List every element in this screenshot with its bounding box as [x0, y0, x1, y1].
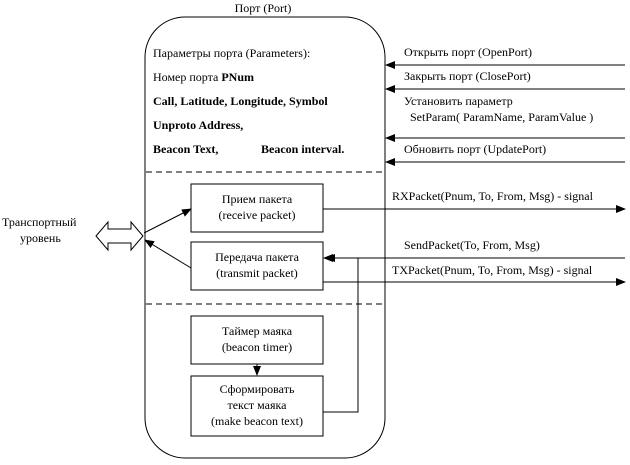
make-beacon-box: [190, 375, 324, 437]
tx-signal-label: TXPacket(Pnum, To, From, Msg) - signal: [392, 263, 593, 277]
cmd-close-label: Закрыть порт (ClosePort): [404, 69, 531, 83]
params-line3: Unproto Address,: [153, 118, 243, 132]
receive-box: [190, 183, 324, 233]
receive-line2: (receive packet): [219, 208, 296, 222]
transport-double-arrow: [95, 220, 144, 252]
params-header: Параметры порта (Parameters):: [153, 46, 310, 60]
cmd-setparam-line2: SetParam( ParamName, ParamValue ): [410, 110, 593, 124]
transmit-line2: (transmit packet): [216, 266, 298, 280]
port-container: [144, 16, 386, 459]
beacon-to-transmit-arrow: [323, 254, 359, 413]
receive-line1: Прием пакета: [222, 192, 293, 206]
transport-line1: Транспортный: [2, 215, 77, 229]
cmd-update-label: Обновить порт (UpdatePort): [404, 142, 546, 156]
transport-to-receive-arrow: [143, 208, 192, 234]
params-pnum: Номер порта PNum: [153, 70, 254, 84]
port-title: Порт (Port): [235, 1, 292, 15]
params-line2: Call, Latitude, Longitude, Symbol: [153, 94, 328, 108]
timer-box: [190, 315, 324, 365]
make-beacon-line3: (make beacon text): [211, 414, 303, 428]
timer-line1: Таймер маяка: [222, 324, 293, 338]
params-line4a: Beacon Text,: [153, 142, 218, 156]
send-packet-label: SendPacket(To, From, Msg): [404, 238, 540, 252]
make-beacon-line1: Сформировать: [220, 382, 295, 396]
make-beacon-line2: текст маяка: [227, 398, 287, 412]
timer-line2: (beacon timer): [222, 340, 292, 354]
cmd-setparam-line1: Установить параметр: [404, 94, 513, 108]
transport-line2: уровень: [20, 231, 61, 245]
transmit-box: [190, 241, 324, 291]
cmd-open-label: Открыть порт (OpenPort): [404, 45, 532, 59]
transmit-line1: Передача пакета: [215, 250, 299, 264]
transmit-to-transport-arrow: [144, 239, 192, 269]
rx-signal-label: RXPacket(Pnum, To, From, Msg) - signal: [392, 189, 594, 203]
params-line4b: Beacon interval.: [261, 142, 344, 156]
